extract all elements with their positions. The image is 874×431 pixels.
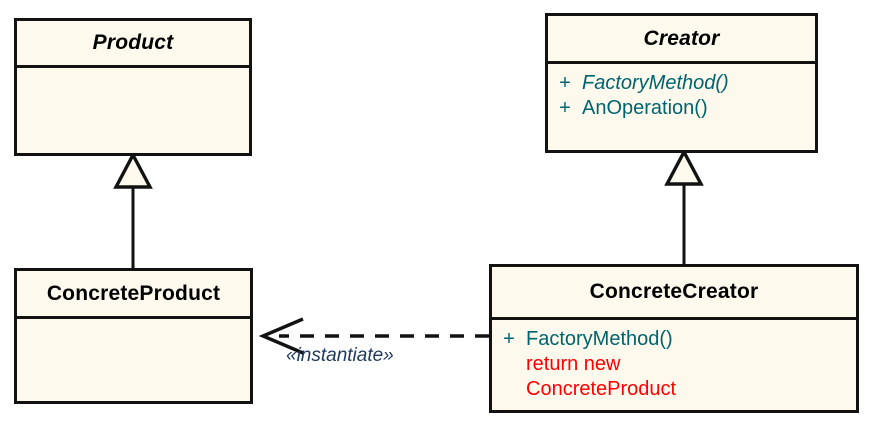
dependency-label-instantiate: «instantiate» bbox=[286, 345, 394, 366]
member-name: AnOperation() bbox=[582, 97, 708, 119]
class-box-product[interactable]: Product bbox=[14, 18, 252, 156]
generalization-product bbox=[113, 151, 153, 268]
class-members-concreteproduct bbox=[17, 319, 250, 401]
member-name: FactoryMethod() bbox=[526, 328, 673, 350]
class-name-concreteproduct: ConcreteProduct bbox=[46, 281, 221, 305]
member-row: + FactoryMethod() bbox=[548, 71, 815, 96]
member-visibility: + bbox=[503, 328, 515, 350]
class-members-concretecreator: + FactoryMethod() return new ConcretePro… bbox=[492, 320, 856, 410]
class-name-creator: Creator bbox=[643, 26, 720, 50]
class-box-concreteproduct[interactable]: ConcreteProduct bbox=[14, 268, 253, 404]
member-name: FactoryMethod() bbox=[582, 72, 729, 94]
member-note-line: ConcreteProduct bbox=[526, 378, 677, 400]
class-divider-concretecreator bbox=[492, 317, 856, 320]
class-box-creator[interactable]: Creator + FactoryMethod() + AnOperation(… bbox=[545, 13, 818, 153]
dependency-instantiate bbox=[258, 317, 489, 355]
member-row: + FactoryMethod() bbox=[492, 327, 856, 352]
class-box-concretecreator[interactable]: ConcreteCreator + FactoryMethod() return… bbox=[489, 264, 859, 413]
member-visibility: + bbox=[559, 72, 571, 94]
class-divider-product bbox=[17, 65, 249, 68]
class-name-product: Product bbox=[92, 31, 174, 54]
member-note-line: return new bbox=[526, 353, 621, 375]
generalization-creator bbox=[664, 148, 704, 264]
member-row: + AnOperation() bbox=[548, 96, 815, 121]
class-name-concretecreator: ConcreteCreator bbox=[589, 280, 759, 303]
class-members-product bbox=[17, 68, 249, 153]
class-divider-concreteproduct bbox=[17, 316, 250, 319]
member-visibility: + bbox=[559, 97, 571, 119]
class-members-creator: + FactoryMethod() + AnOperation() bbox=[548, 64, 815, 150]
class-divider-creator bbox=[548, 61, 815, 64]
